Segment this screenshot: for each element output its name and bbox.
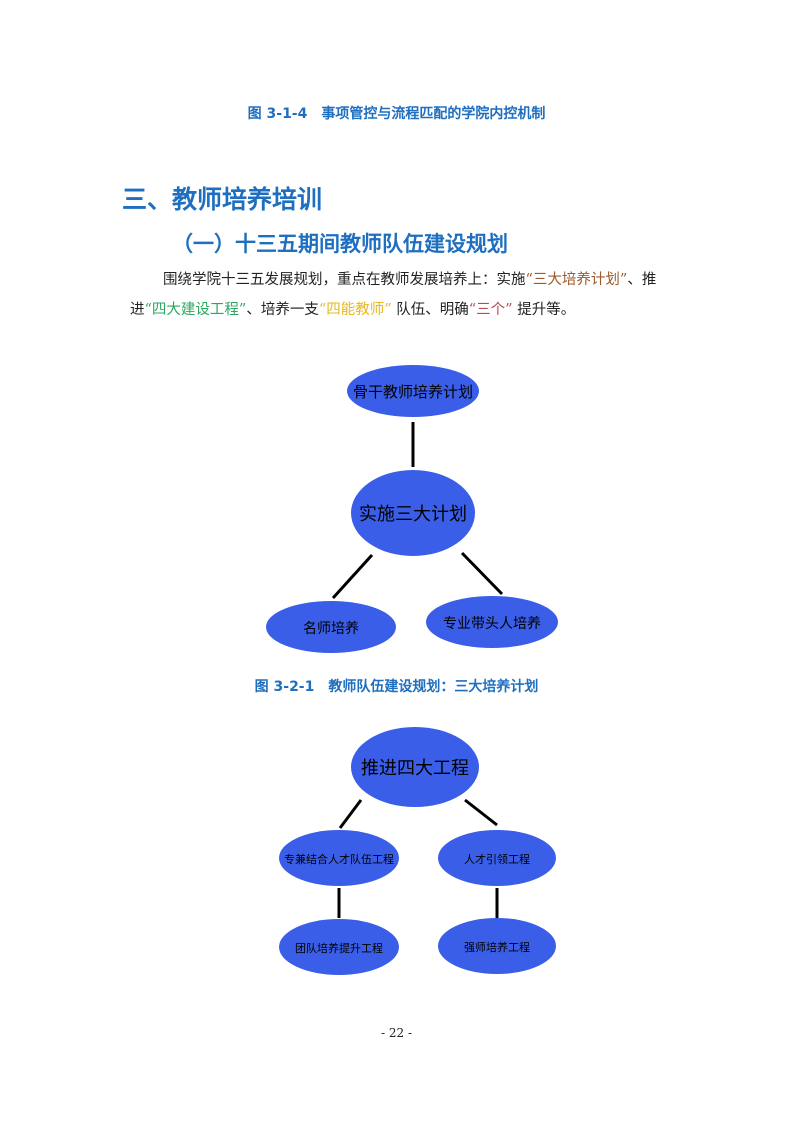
svg-text:人才引领工程: 人才引领工程 xyxy=(464,852,530,866)
svg-text:骨干教师培养计划: 骨干教师培养计划 xyxy=(353,383,473,401)
node-top: 推进四大工程 xyxy=(351,727,479,807)
svg-text:专业带头人培养: 专业带头人培养 xyxy=(443,616,541,632)
subsection-heading: （一）十三五期间教师队伍建设规划 xyxy=(172,232,508,256)
svg-text:团队培养提升工程: 团队培养提升工程 xyxy=(295,941,383,955)
node-right: 专业带头人培养 xyxy=(426,596,558,648)
highlight-text: “四大建设工程” xyxy=(144,302,247,318)
connectors xyxy=(331,422,504,920)
body-paragraph: 围绕学院十三五发展规划，重点在教师发展培养上：实施“三大培养计划”、推进“四大建… xyxy=(130,265,670,325)
figure-caption: 图 3-2-1 教师队伍建设规划：三大培养计划 xyxy=(254,679,539,695)
node-mid-right: 人才引领工程 xyxy=(438,830,556,886)
text: 、培养一支 xyxy=(246,302,319,318)
svg-text:名师培养: 名师培养 xyxy=(303,621,359,637)
text: 队伍、明确 xyxy=(396,302,469,318)
section-heading: 三、教师培养培训 xyxy=(122,185,323,214)
node-bottom-right: 强师培养工程 xyxy=(438,918,556,974)
svg-text:推进四大工程: 推进四大工程 xyxy=(361,758,469,779)
svg-text:专兼结合人才队伍工程: 专兼结合人才队伍工程 xyxy=(284,852,394,866)
svg-text:实施三大计划: 实施三大计划 xyxy=(359,504,467,525)
highlight-text: “三个” xyxy=(468,302,513,318)
text: 围绕学院十三五发展规划，重点在教师发展培养上：实施 xyxy=(163,272,526,288)
text: 、推进 xyxy=(130,272,657,318)
text: 提升等。 xyxy=(517,302,576,318)
node-bottom-left: 团队培养提升工程 xyxy=(279,919,399,975)
highlight-text: “四能教师” xyxy=(318,302,392,318)
svg-text:强师培养工程: 强师培养工程 xyxy=(464,940,530,954)
figure-caption: 图 3-1-4 事项管控与流程匹配的学院内控机制 xyxy=(247,106,546,122)
page-number: - 22 - xyxy=(380,1026,412,1040)
highlight-text: “三大培养计划” xyxy=(525,272,628,288)
node-left: 名师培养 xyxy=(266,601,396,653)
node-center: 实施三大计划 xyxy=(351,470,475,556)
node-top: 骨干教师培养计划 xyxy=(347,365,479,417)
node-mid-left: 专兼结合人才队伍工程 xyxy=(279,830,399,886)
